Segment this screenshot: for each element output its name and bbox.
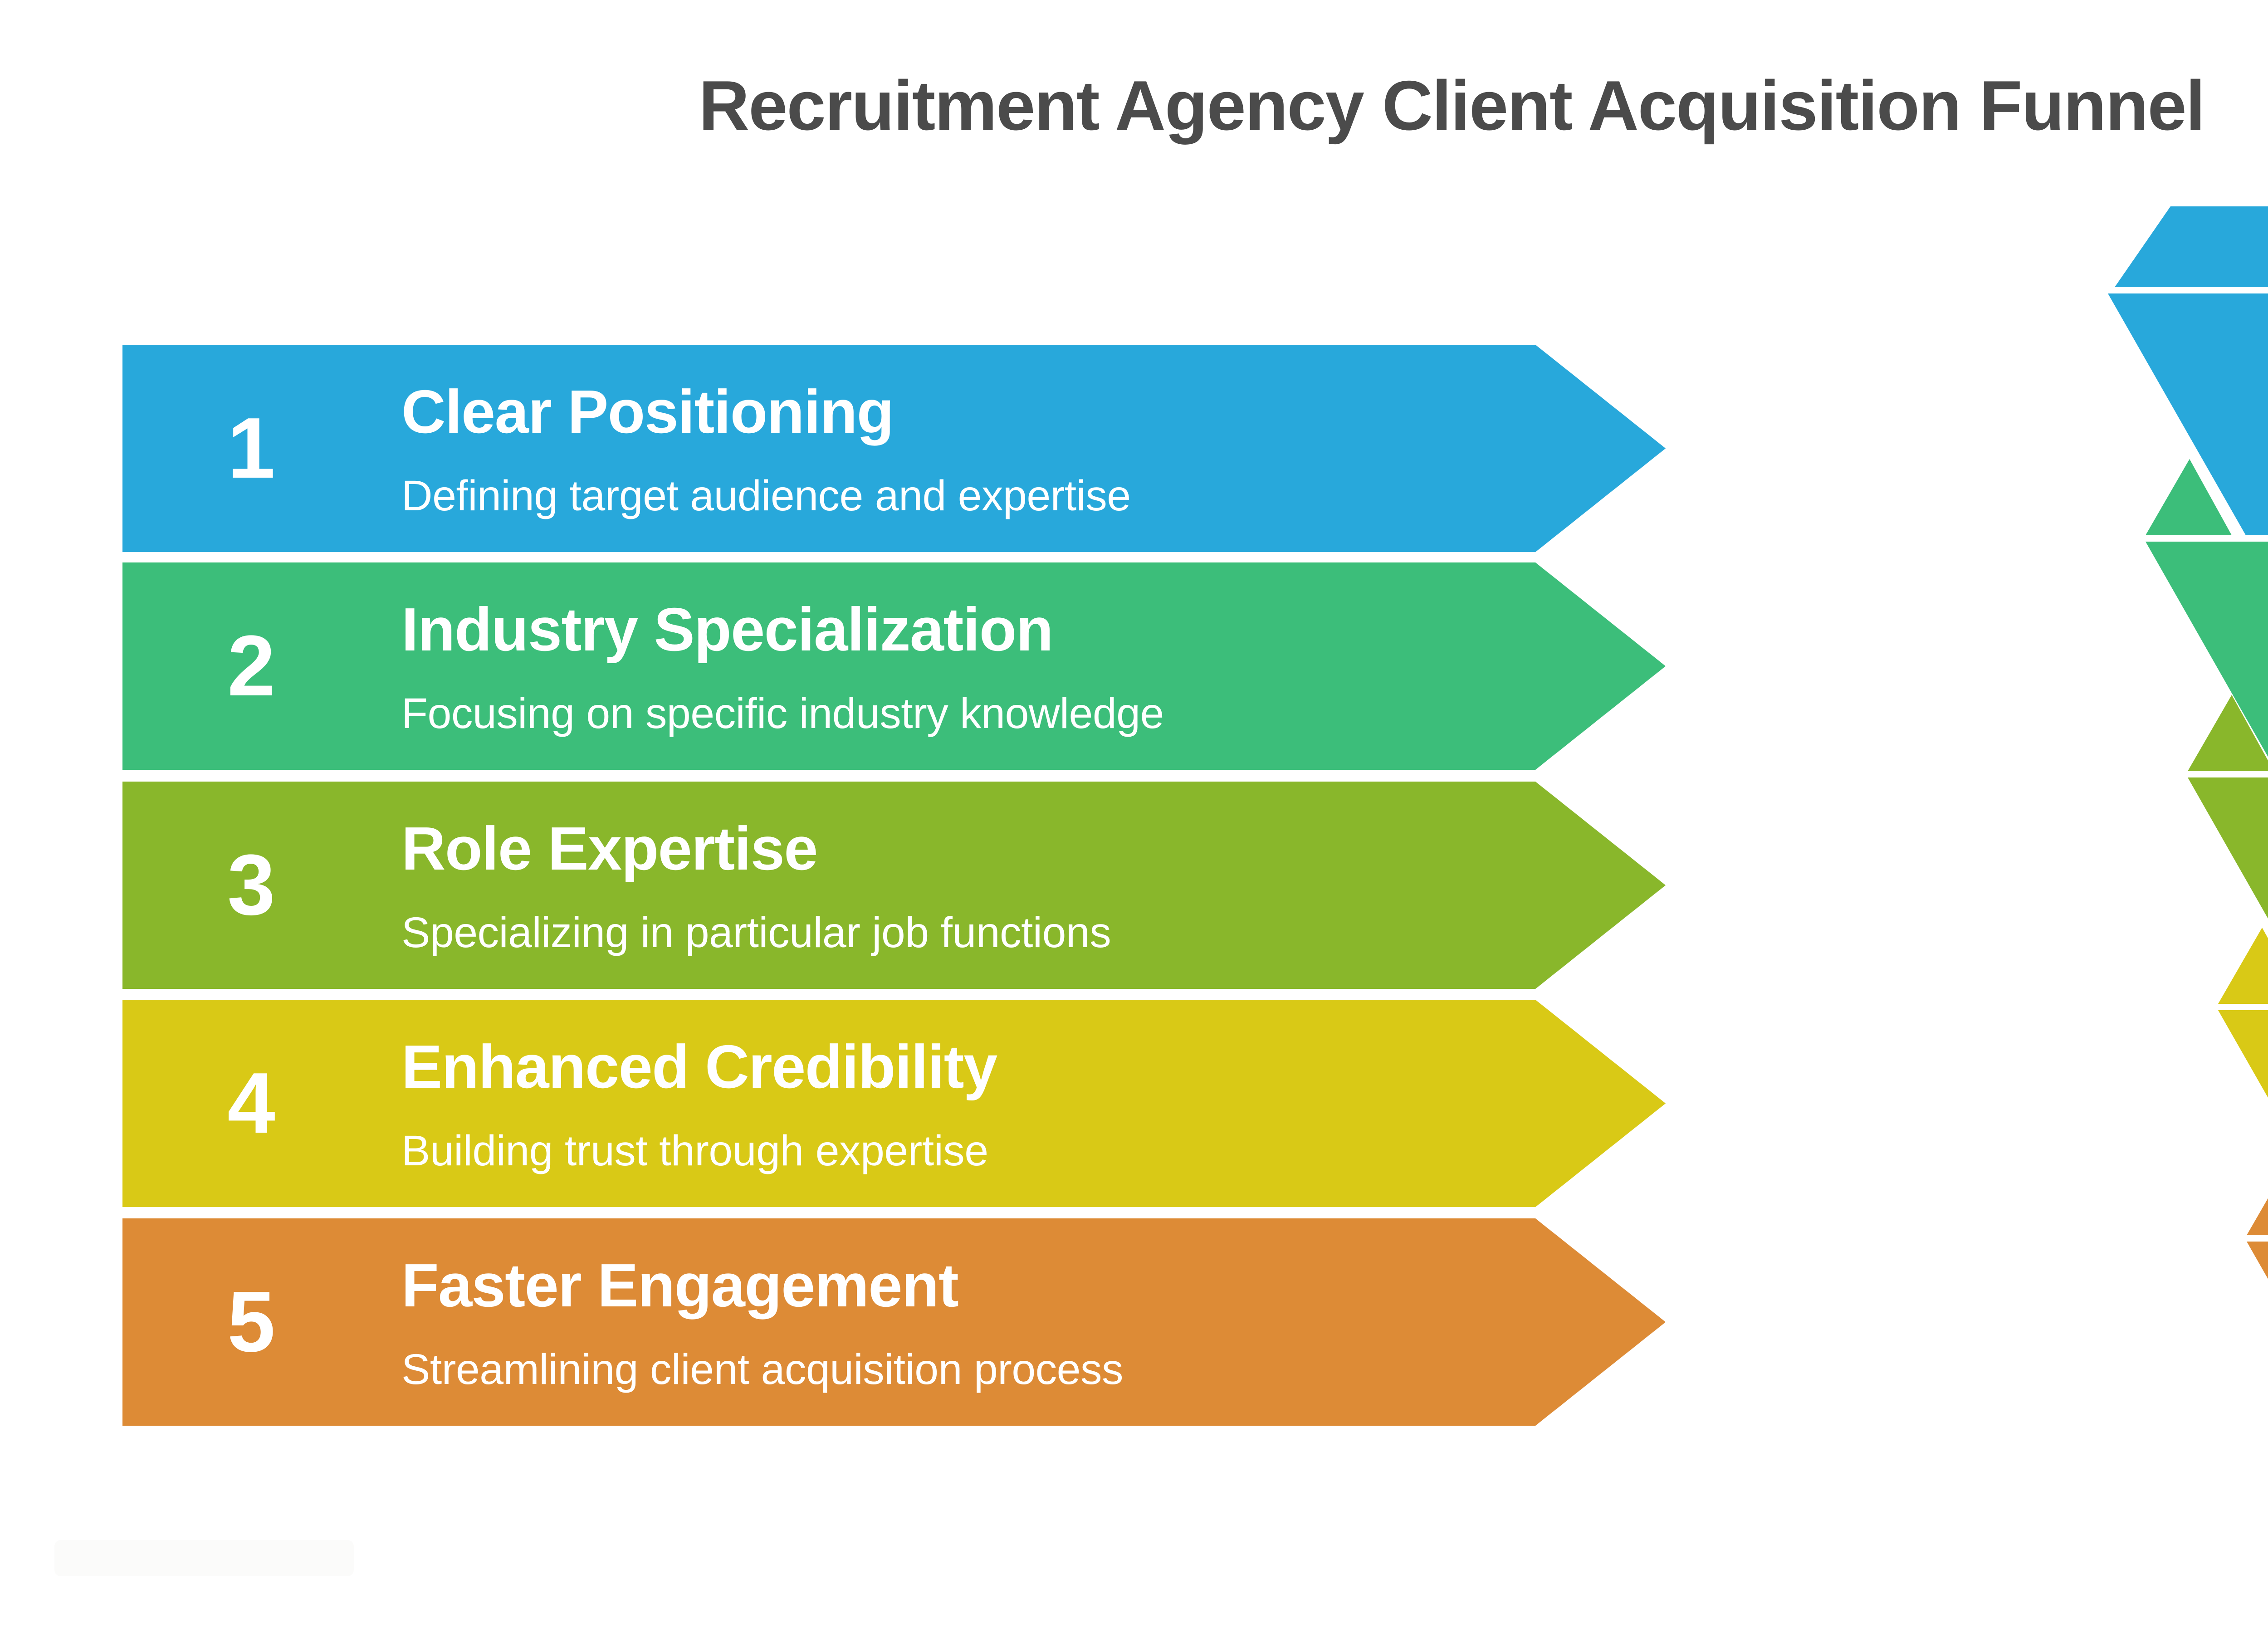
step-arrow-2: 2 Industry Specialization Focusing on sp…	[122, 562, 1666, 770]
step-description: Streamlining client acquisition process	[401, 1345, 1124, 1393]
step-number: 4	[227, 1055, 275, 1151]
step-arrow-5: 5 Faster Engagement Streamlining client …	[122, 1218, 1666, 1426]
step-number: 2	[227, 618, 275, 714]
step-number: 3	[227, 837, 275, 933]
funnel-cap	[2115, 206, 2268, 287]
fold-triangle-2	[2146, 459, 2232, 535]
fold-triangle-5	[2247, 1198, 2268, 1235]
step-arrow-1: 1 Clear Positioning Defining target audi…	[122, 345, 1666, 552]
step-heading: Industry Specialization	[401, 595, 1053, 664]
step-heading: Clear Positioning	[401, 377, 894, 446]
step-heading: Faster Engagement	[401, 1251, 958, 1320]
funnel-band-5	[2247, 1242, 2268, 1279]
step-description: Focusing on specific industry knowledge	[401, 689, 1164, 738]
step-heading: Role Expertise	[401, 814, 817, 883]
step-number: 5	[227, 1274, 275, 1370]
step-number: 1	[227, 400, 275, 496]
funnel-band-1	[2108, 293, 2268, 535]
fold-triangle-3	[2188, 695, 2268, 771]
fold-triangle-4	[2218, 928, 2268, 1004]
funnel-band-4	[2218, 1010, 2268, 1098]
funnel	[2108, 206, 2268, 1279]
funnel-band-3	[2188, 777, 2268, 919]
step-description: Specializing in particular job functions	[401, 909, 1111, 957]
page-title: Recruitment Agency Client Acquisition Fu…	[699, 66, 2205, 145]
step-heading: Enhanced Credibility	[401, 1032, 997, 1101]
step-arrow-4: 4 Enhanced Credibility Building trust th…	[122, 1000, 1666, 1207]
funnel-band-2	[2146, 542, 2268, 757]
watermark	[54, 1540, 354, 1576]
step-arrow-3: 3 Role Expertise Specializing in particu…	[122, 782, 1666, 989]
step-description: Defining target audience and expertise	[401, 472, 1131, 520]
step-description: Building trust through expertise	[401, 1127, 988, 1175]
